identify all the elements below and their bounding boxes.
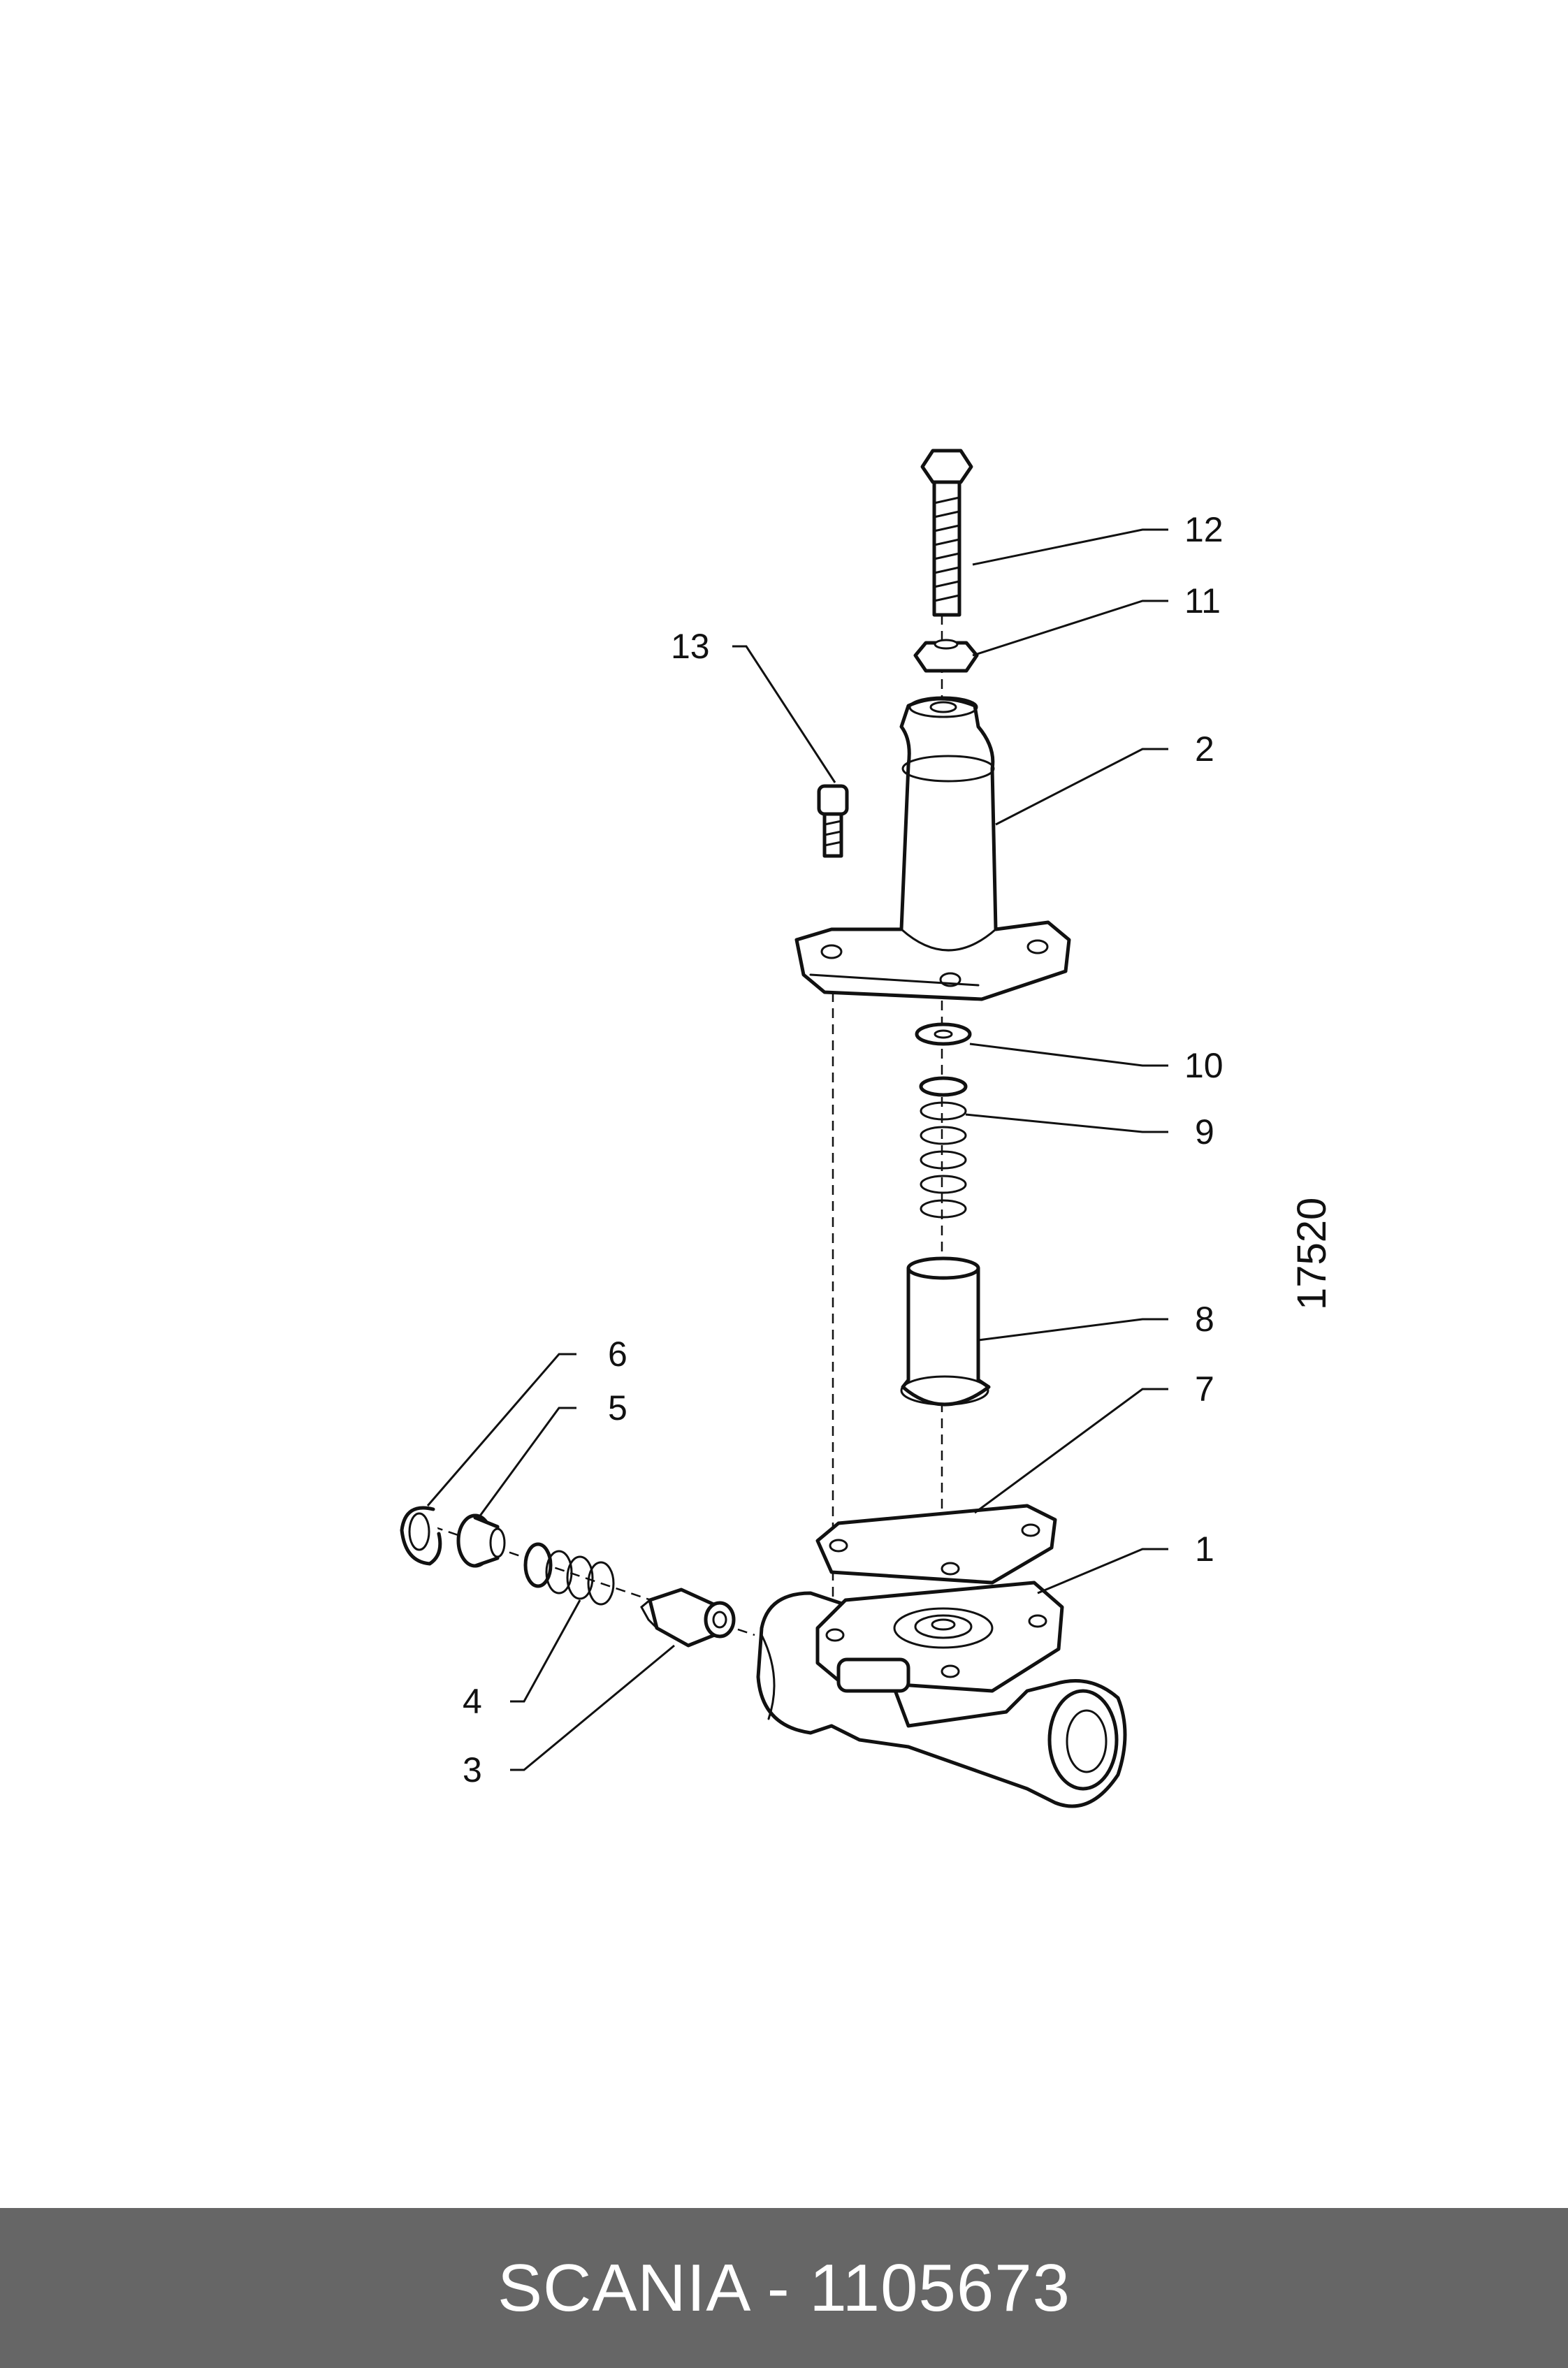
- callout-9: 9: [1195, 1112, 1214, 1152]
- leader-line-8: [978, 1318, 1168, 1342]
- leader-line-5: [477, 1407, 576, 1518]
- part-6-circlip: [400, 1506, 442, 1566]
- leader-line-4: [510, 1599, 581, 1703]
- callout-3: 3: [463, 1750, 482, 1789]
- exploded-parts-diagram: 12 11 13 2 10 9 8 7 1 6 5 4 3 17520: [400, 449, 1335, 1808]
- part-4-spring: [523, 1542, 615, 1606]
- callout-7: 7: [1195, 1370, 1214, 1409]
- footer-title: SCANIA - 1105673: [497, 2250, 1071, 2325]
- callout-2: 2: [1195, 729, 1214, 769]
- part-2-cover-housing: [794, 696, 1071, 1001]
- part-9-spring: [919, 1076, 968, 1219]
- part-3-plunger: [640, 1588, 736, 1648]
- leader-line-11: [972, 600, 1168, 657]
- part-5-spring-seat: [456, 1513, 506, 1568]
- leader-line-6: [426, 1353, 576, 1506]
- leader-line-1: [1037, 1548, 1168, 1595]
- part-10-washer: [915, 1022, 972, 1046]
- callout-4: 4: [463, 1682, 482, 1721]
- leader-line-3: [510, 1644, 675, 1771]
- callout-1: 1: [1195, 1530, 1214, 1569]
- callout-8: 8: [1195, 1300, 1214, 1339]
- leader-line-9: [965, 1113, 1168, 1133]
- part-12-bolt: [920, 449, 973, 617]
- part-8-sleeve: [900, 1256, 991, 1407]
- callout-12: 12: [1184, 510, 1224, 549]
- part-11-nut: [913, 639, 979, 673]
- part-13-screw: [817, 784, 849, 858]
- leader-line-12: [972, 528, 1168, 566]
- callout-10: 10: [1184, 1046, 1224, 1085]
- callout-13: 13: [671, 627, 710, 666]
- leader-line-13: [732, 645, 836, 783]
- footer-banner: SCANIA - 1105673: [0, 2208, 1568, 2368]
- callout-5: 5: [608, 1388, 627, 1428]
- part-7-gasket: [815, 1504, 1057, 1585]
- leader-line-7: [974, 1388, 1168, 1514]
- leader-line-10: [969, 1043, 1168, 1067]
- callout-6: 6: [608, 1335, 627, 1374]
- part-1-valve-body: [756, 1581, 1127, 1808]
- callout-11: 11: [1184, 581, 1221, 620]
- drawing-number: 17520: [1289, 1198, 1335, 1310]
- leader-line-2: [995, 748, 1168, 826]
